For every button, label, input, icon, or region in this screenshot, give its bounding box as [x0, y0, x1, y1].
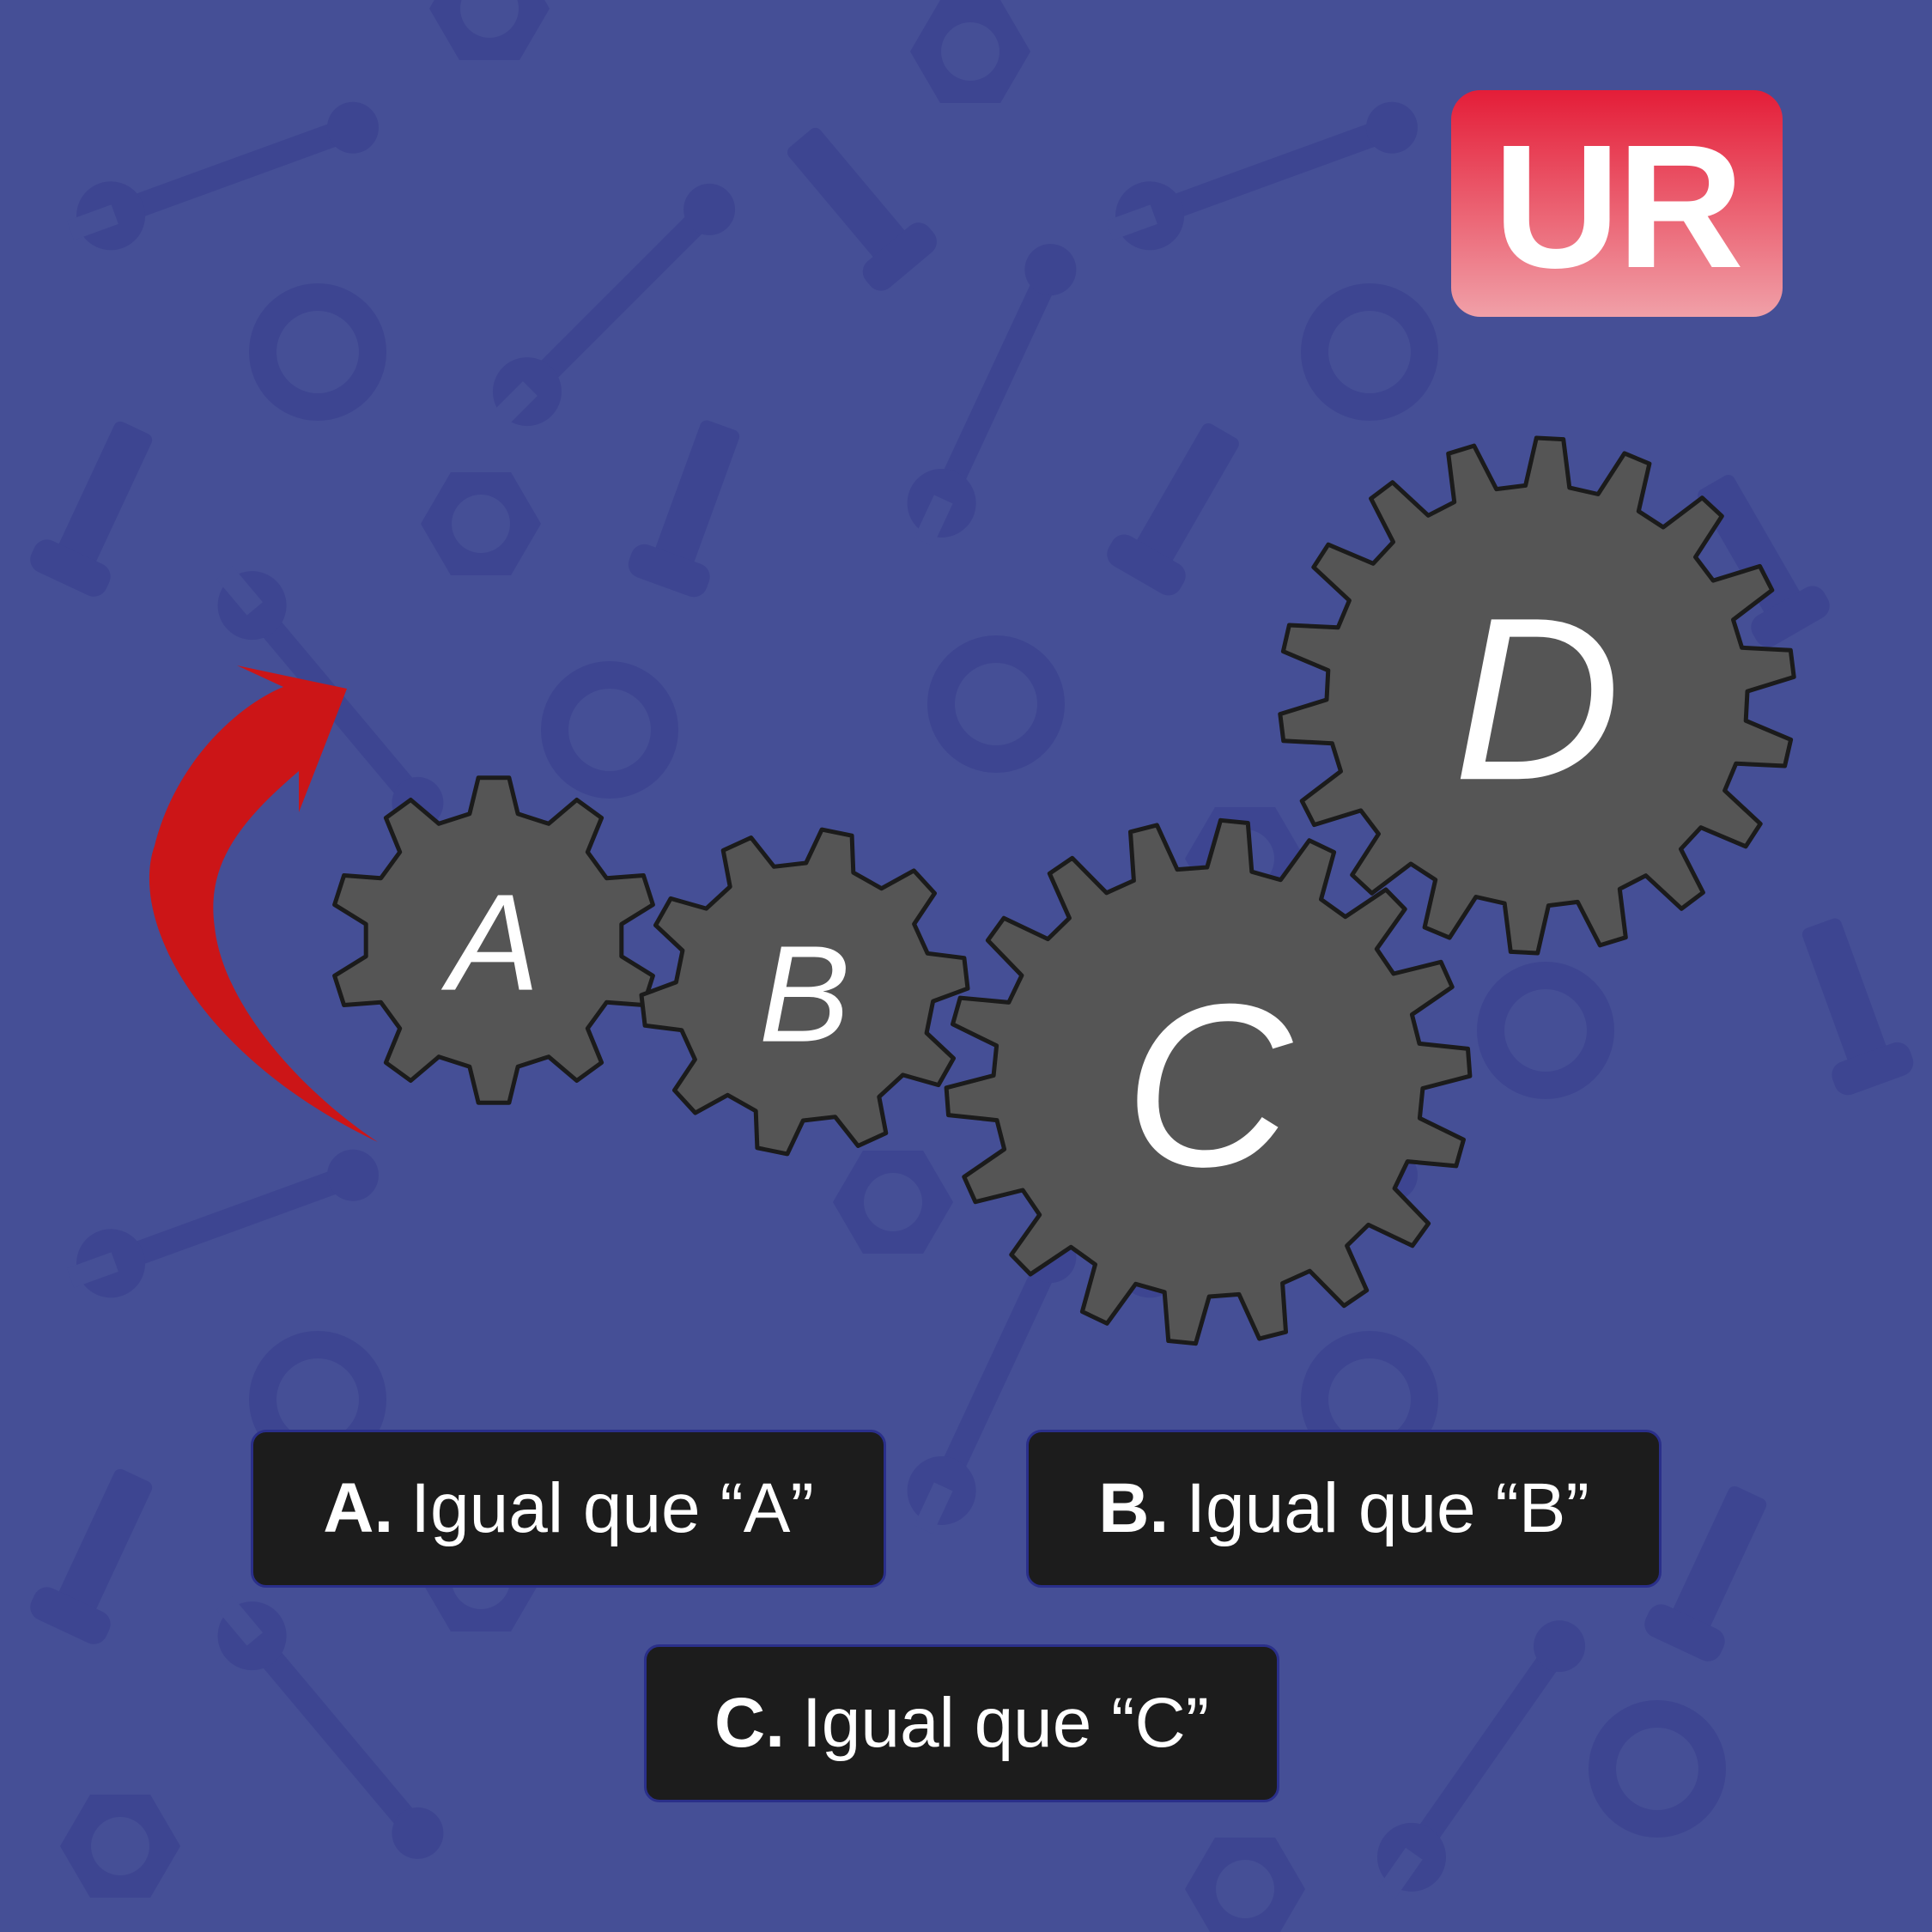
option-a-text: Igual que “A”	[410, 1469, 814, 1547]
gear-a-body	[332, 775, 655, 1105]
curved-arrow-icon	[149, 665, 378, 1142]
gear-b-label: B	[759, 917, 851, 1071]
gear-c-label: C	[1125, 957, 1295, 1215]
gear-c-body	[944, 817, 1473, 1346]
option-b-key: B.	[1098, 1469, 1170, 1547]
ur-logo-badge: UR	[1451, 90, 1783, 317]
logo-text: UR	[1492, 107, 1744, 305]
gear-d-body	[1278, 435, 1796, 956]
option-a-key: A.	[323, 1469, 394, 1547]
gear-a: A	[332, 775, 655, 1105]
option-c-key: C.	[714, 1684, 785, 1762]
gear-d: D	[1278, 435, 1796, 956]
answer-option-c[interactable]: C. Igual que “C”	[644, 1644, 1279, 1802]
gear-a-label: A	[441, 866, 540, 1019]
answer-option-a[interactable]: A. Igual que “A”	[251, 1430, 886, 1588]
gear-c: C	[944, 817, 1473, 1346]
option-c-text: Igual que “C”	[801, 1684, 1210, 1762]
gear-b-body	[639, 827, 970, 1157]
gear-b: B	[639, 827, 970, 1157]
gear-d-label: D	[1454, 570, 1621, 829]
option-b-text: Igual que “B”	[1186, 1469, 1589, 1547]
answer-option-b[interactable]: B. Igual que “B”	[1026, 1430, 1662, 1588]
